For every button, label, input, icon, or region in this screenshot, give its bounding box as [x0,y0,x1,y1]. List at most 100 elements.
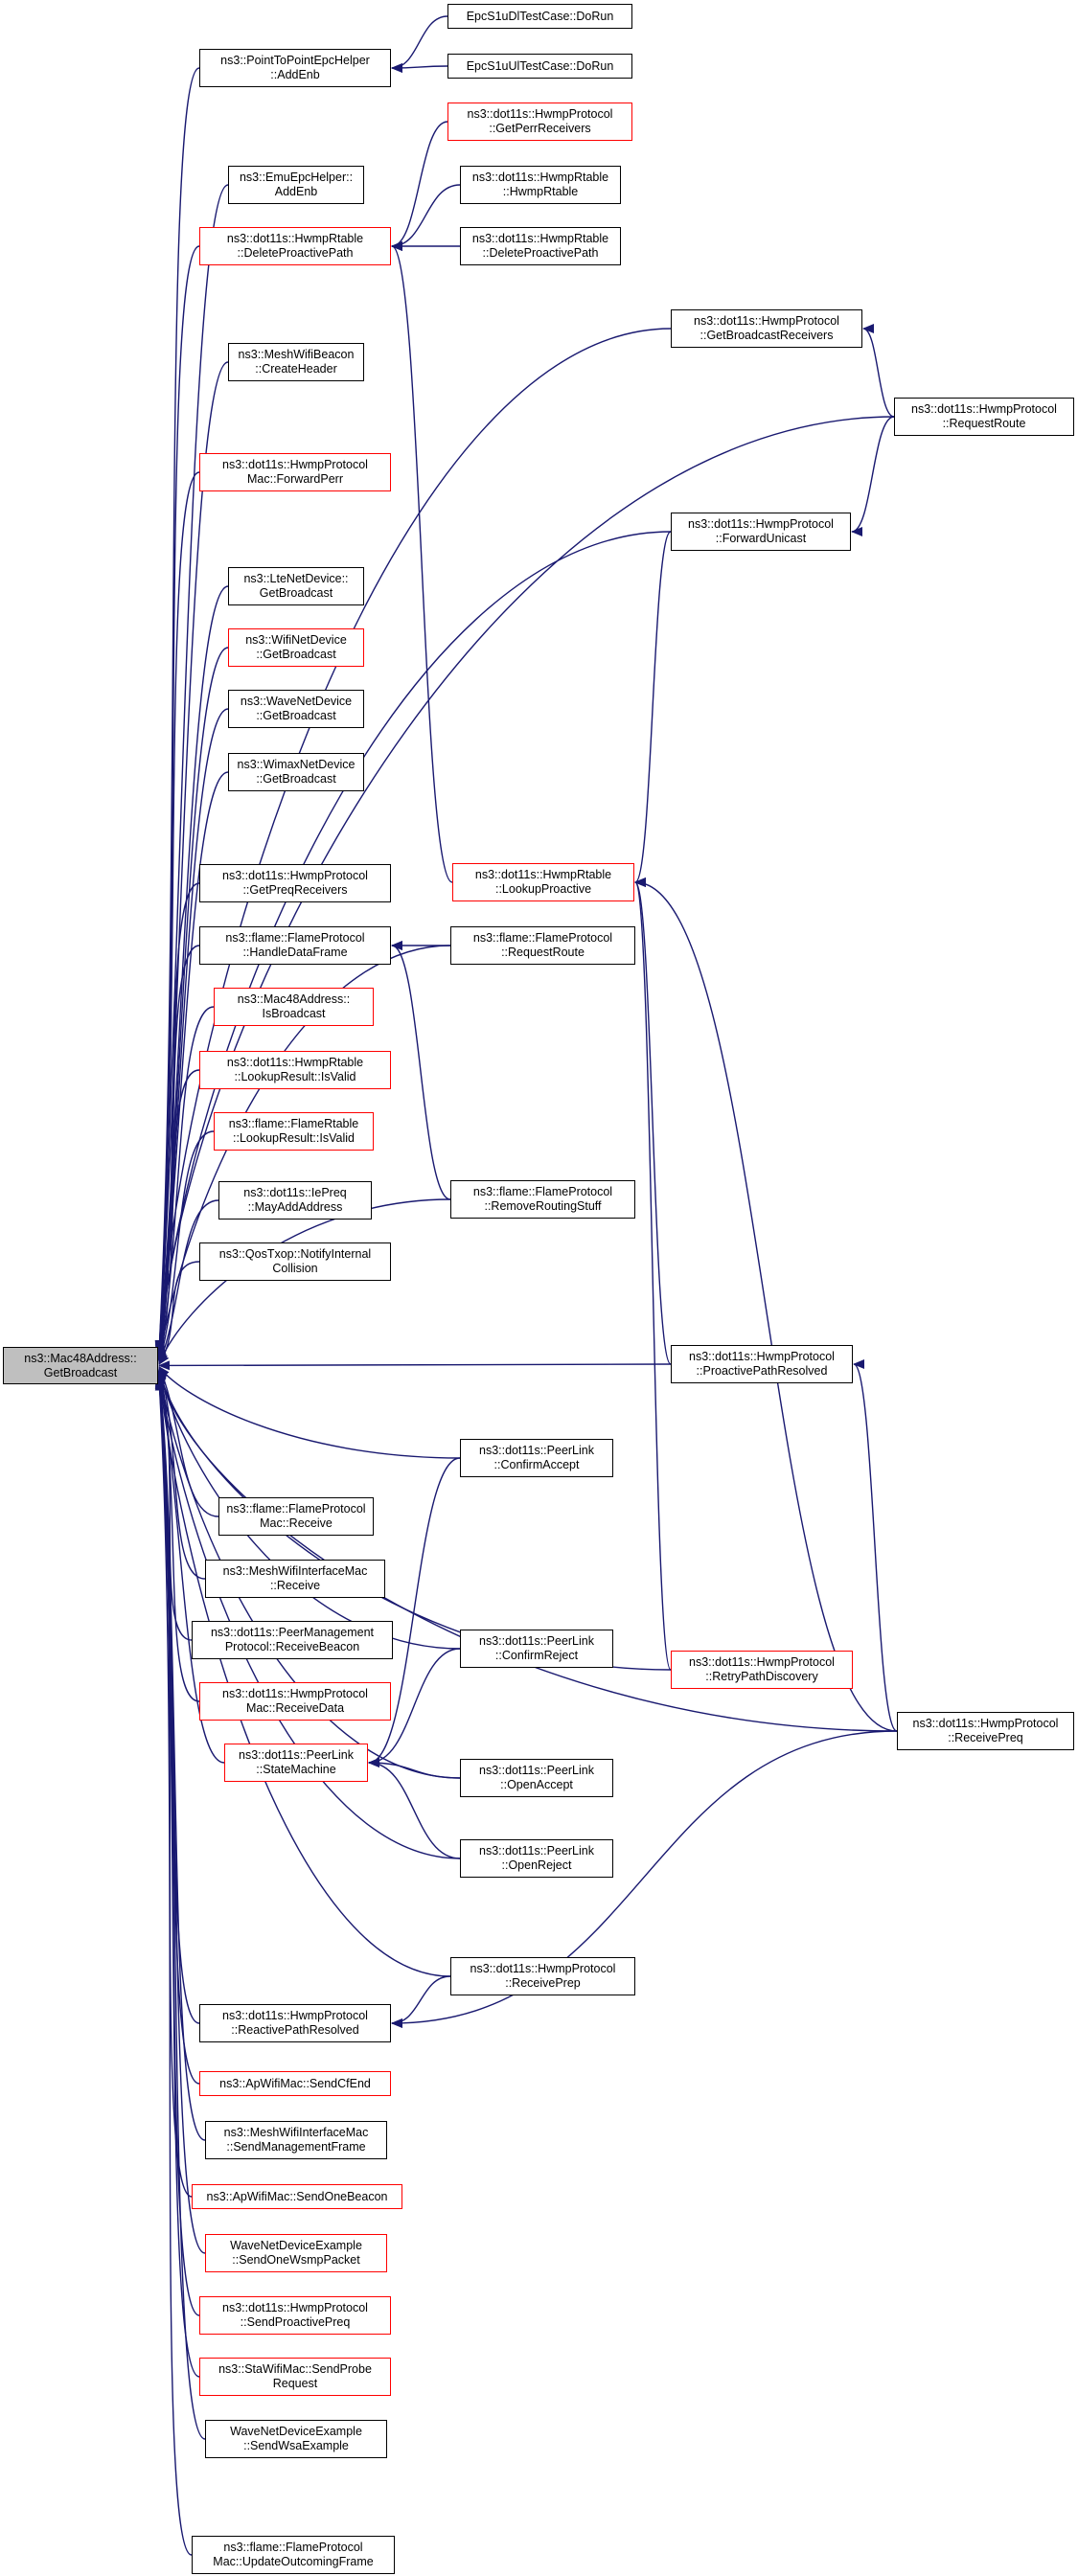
node-label-line: ns3::dot11s::HwmpProtocol [222,2009,368,2022]
node-ap-cfend[interactable]: ns3::ApWifiMac::SendCfEnd [199,2071,391,2096]
node-label-line: ns3::dot11s::PeerLink [479,1444,594,1457]
edge-p2p-addenb-to-root [154,67,200,1352]
node-hp-fwduni[interactable]: ns3::dot11s::HwmpProtocol::ForwardUnicas… [671,513,851,551]
node-pl-openrej[interactable]: ns3::dot11s::PeerLink::OpenReject [460,1839,613,1878]
node-hr-delproact[interactable]: ns3::dot11s::HwmpRtable::DeleteProactive… [199,227,391,265]
node-label-line: ::GetBroadcastReceivers [700,329,834,342]
node-label-line: ns3::dot11s::HwmpProtocol [467,107,613,121]
node-label-line: ns3::Mac48Address:: [237,992,351,1006]
node-label-line: Mac::Receive [260,1516,333,1530]
edge-hr-delproact-to-root [154,245,200,1354]
node-pl-state[interactable]: ns3::dot11s::PeerLink::StateMachine [224,1744,368,1782]
node-pl-openacc[interactable]: ns3::dot11s::PeerLink::OpenAccept [460,1759,613,1797]
node-label-line: ::OpenAccept [500,1778,573,1791]
edge-mwim-sendmgmt-to-root [154,1374,206,2141]
node-wnde-wsa[interactable]: WaveNetDeviceExample::SendWsaExample [205,2420,387,2458]
edge-wnde-wsmp-to-root [154,1375,206,2254]
node-fp-handle[interactable]: ns3::flame::FlameProtocol::HandleDataFra… [199,926,391,965]
edge-pl-openrej-to-root [155,1370,461,1859]
node-label-line: ns3::dot11s::PeerLink [479,1764,594,1777]
node-hr-ctor[interactable]: ns3::dot11s::HwmpRtable::HwmpRtable [460,166,621,204]
node-hp-sendproactpreq[interactable]: ns3::dot11s::HwmpProtocol::SendProactive… [199,2296,391,2335]
node-epc-ul[interactable]: EpcS1uUlTestCase::DoRun [447,54,632,79]
node-label-line: ns3::dot11s::HwmpProtocol [222,1687,368,1700]
edge-hp-getpreq-to-root [155,882,200,1361]
node-fr-lrvalid[interactable]: ns3::flame::FlameRtable::LookupResult::I… [214,1112,374,1151]
node-wifi-getb[interactable]: ns3::WifiNetDevice::GetBroadcast [228,628,364,667]
node-hp-getperr[interactable]: ns3::dot11s::HwmpProtocol::GetPerrReceiv… [447,103,632,141]
node-lte-getb[interactable]: ns3::LteNetDevice::GetBroadcast [228,567,364,605]
node-emu-addenb[interactable]: ns3::EmuEpcHelper::AddEnb [228,166,364,204]
node-hp-getpreq[interactable]: ns3::dot11s::HwmpProtocol::GetPreqReceiv… [199,864,391,902]
node-label-line: ns3::ApWifiMac::SendOneBeacon [206,2189,388,2203]
node-label-line: EpcS1uDlTestCase::DoRun [466,9,614,23]
node-label-line: ::RetryPathDiscovery [705,1670,818,1683]
node-label-line: ::GetBroadcast [256,772,336,786]
node-hp-reqroute[interactable]: ns3::dot11s::HwmpProtocol::RequestRoute [894,398,1074,436]
node-hr-delproact2[interactable]: ns3::dot11s::HwmpRtable::DeleteProactive… [460,227,621,265]
node-hp-recvprep[interactable]: ns3::dot11s::HwmpProtocol::ReceivePrep [450,1957,635,1995]
node-label-line: ::RemoveRoutingStuff [484,1199,602,1213]
node-epc-dl[interactable]: EpcS1uDlTestCase::DoRun [447,4,632,29]
node-hp-getbcast[interactable]: ns3::dot11s::HwmpProtocol::GetBroadcastR… [671,309,862,348]
node-label-line: ns3::EmuEpcHelper:: [239,171,354,184]
node-hr-lookproact[interactable]: ns3::dot11s::HwmpRtable::LookupProactive [452,863,634,901]
node-hp-recvpreq[interactable]: ns3::dot11s::HwmpProtocol::ReceivePreq [897,1712,1074,1750]
node-pl-confrej[interactable]: ns3::dot11s::PeerLink::ConfirmReject [460,1630,613,1668]
node-label-line: ns3::MeshWifiInterfaceMac [222,1564,368,1578]
node-iepreq-may[interactable]: ns3::dot11s::IePreq::MayAddAddress [218,1181,372,1220]
edge-hpm-fwdperr-to-root [154,471,200,1356]
edge-wnde-wsa-to-root [154,1377,206,2440]
node-label-line: ::ConfirmReject [494,1649,579,1662]
node-label-line: ns3::flame::FlameProtocol [472,931,613,945]
node-p2p-addenb[interactable]: ns3::PointToPointEpcHelper::AddEnb [199,49,391,87]
edge-hp-recvpreq-to-hp-reactres [391,1730,898,2028]
node-pl-confacc[interactable]: ns3::dot11s::PeerLink::ConfirmAccept [460,1439,613,1477]
node-ap-onebeacon[interactable]: ns3::ApWifiMac::SendOneBeacon [192,2184,402,2209]
node-mac48-isb[interactable]: ns3::Mac48Address::IsBroadcast [214,988,374,1026]
node-label-line: ::OpenReject [501,1858,572,1872]
node-label-line: ns3::WimaxNetDevice [237,758,356,771]
node-mwim-recv[interactable]: ns3::MeshWifiInterfaceMac::Receive [205,1560,385,1598]
node-wnde-wsmp[interactable]: WaveNetDeviceExample::SendOneWsmpPacket [205,2234,387,2272]
node-label-line: ns3::WaveNetDevice [240,695,353,708]
node-label-line: ::RequestRoute [942,417,1026,430]
node-hp-retry[interactable]: ns3::dot11s::HwmpProtocol::RetryPathDisc… [671,1651,853,1689]
node-hp-proactres[interactable]: ns3::dot11s::HwmpProtocol::ProactivePath… [671,1345,853,1383]
node-wave-getb[interactable]: ns3::WaveNetDevice::GetBroadcast [228,690,364,728]
edge-pl-confrej-to-pl-state [368,1648,461,1767]
edge-pl-openacc-to-pl-state [368,1758,461,1779]
edge-hp-recvpreq-to-hp-proactres [853,1359,898,1732]
node-label-line: ::ReactivePathResolved [231,2023,359,2037]
node-label-line: ns3::dot11s::HwmpProtocol [222,869,368,882]
node-label-line: Mac::ReceiveData [245,1701,345,1715]
node-wimax-getb[interactable]: ns3::WimaxNetDevice::GetBroadcast [228,753,364,791]
node-label-line: ::SendOneWsmpPacket [232,2253,360,2267]
node-label-line: ::GetBroadcast [256,648,336,661]
node-hp-reactres[interactable]: ns3::dot11s::HwmpProtocol::ReactivePathR… [199,2004,391,2042]
node-label-line: ns3::MeshWifiBeacon [238,348,355,361]
node-fp-reqroute[interactable]: ns3::flame::FlameProtocol::RequestRoute [450,926,635,965]
node-label-line: ns3::dot11s::HwmpRtable [226,1056,364,1069]
node-label-line: ns3::dot11s::HwmpProtocol [222,2301,368,2314]
node-label-line: ::ForwardUnicast [715,532,807,545]
node-fp-rmroute[interactable]: ns3::flame::FlameProtocol::RemoveRouting… [450,1180,635,1219]
node-mwim-sendmgmt[interactable]: ns3::MeshWifiInterfaceMac::SendManagemen… [205,2121,387,2159]
node-label-line: ns3::dot11s::HwmpProtocol [694,314,839,328]
edge-hp-recvpreq-to-root [156,1369,898,1732]
node-mwb-header[interactable]: ns3::MeshWifiBeacon::CreateHeader [228,343,364,381]
node-label-line: WaveNetDeviceExample [230,2425,362,2438]
edges-layer [154,15,898,2556]
node-label-line: ns3::flame::FlameProtocol [472,1185,613,1198]
node-label-line: ns3::QosTxop::NotifyInternal [218,1247,372,1261]
node-label-line: ns3::dot11s::HwmpRtable [226,232,364,245]
node-hr-lrvalid[interactable]: ns3::dot11s::HwmpRtable::LookupResult::I… [199,1051,391,1089]
node-label-line: ns3::flame::FlameProtocol [226,1502,366,1516]
